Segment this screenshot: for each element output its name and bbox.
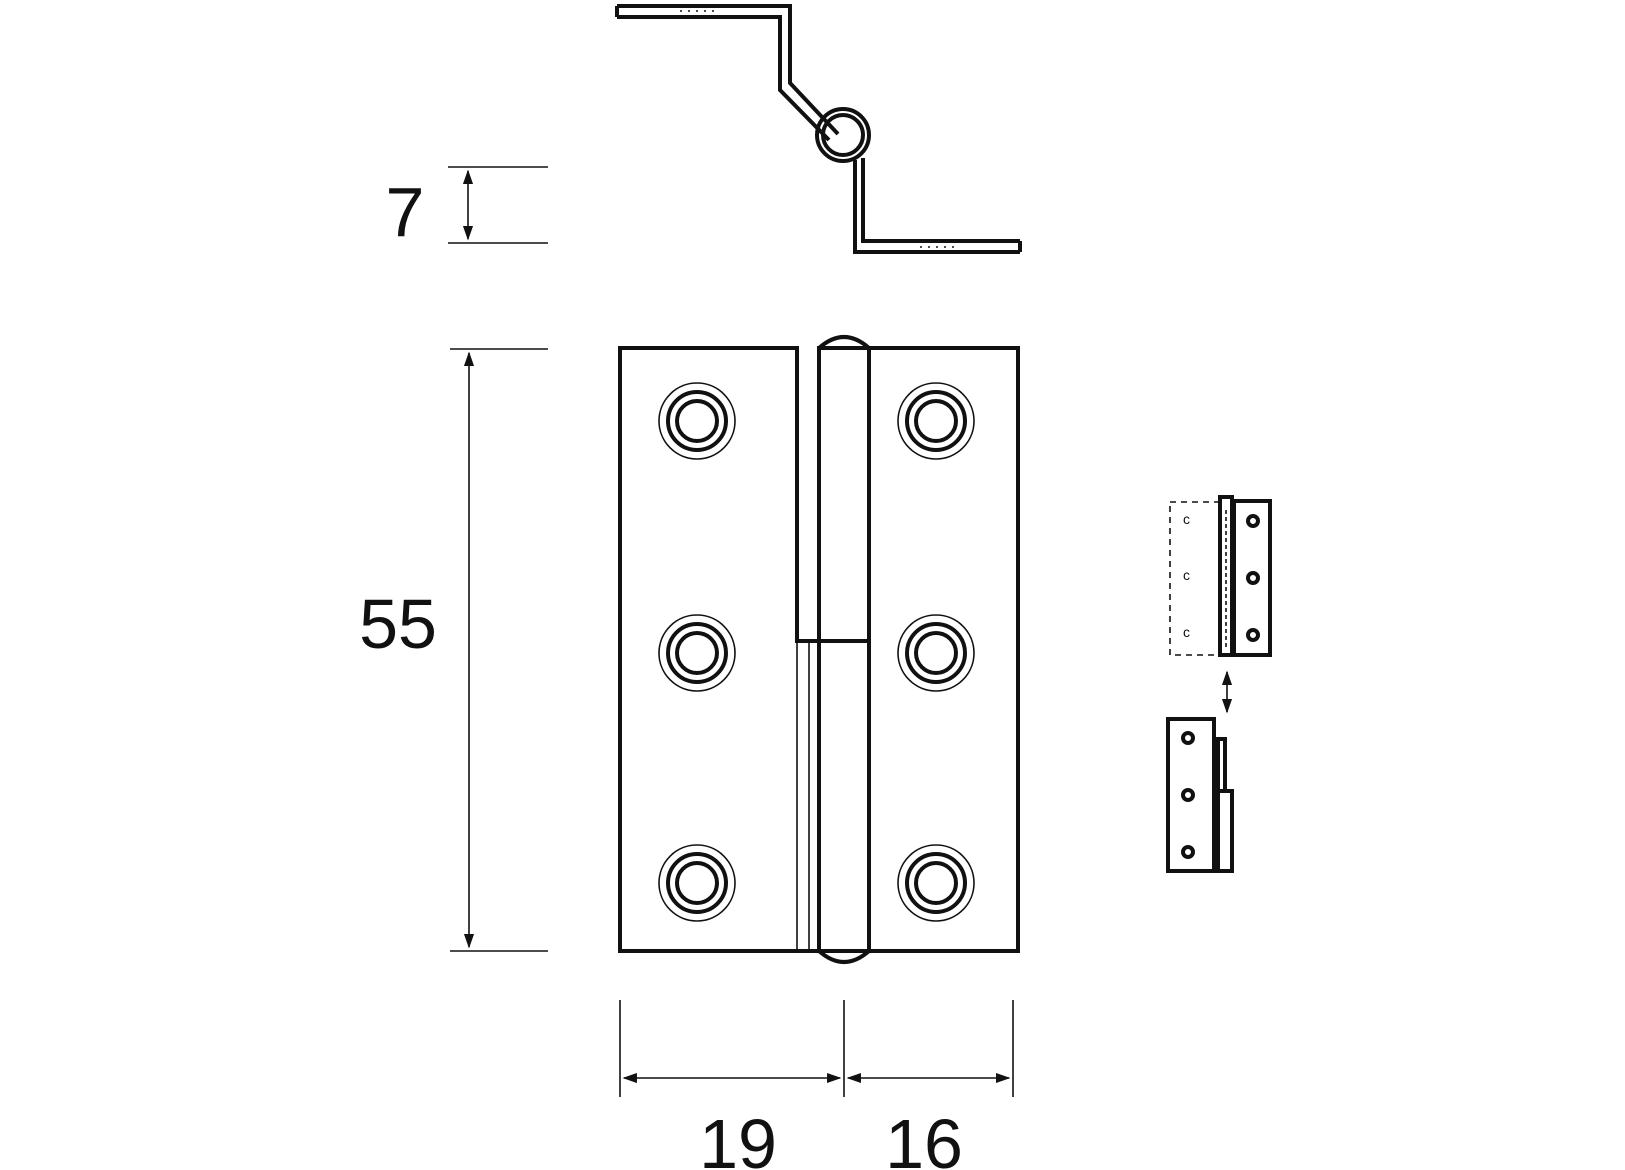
- hinge-front-view: [618, 335, 1020, 964]
- screw-hole: [897, 382, 975, 460]
- knuckle: [817, 346, 871, 953]
- screw-hole: [658, 844, 736, 922]
- thickness-dimension: 7: [386, 166, 548, 251]
- screw-hole: [897, 614, 975, 692]
- svg-text:c: c: [1183, 511, 1190, 527]
- height-label: 55: [359, 585, 437, 663]
- left-width-label: 19: [699, 1105, 777, 1170]
- thickness-label: 7: [386, 173, 425, 251]
- right-leaf: [869, 346, 1020, 953]
- height-dimension: 55: [359, 348, 548, 952]
- screw-hole: [658, 614, 736, 692]
- right-width-label: 16: [885, 1105, 963, 1170]
- svg-text:c: c: [1183, 567, 1190, 583]
- lift-off-illustration: c c c: [1166, 495, 1272, 873]
- svg-text:c: c: [1183, 624, 1190, 640]
- screw-hole: [658, 382, 736, 460]
- width-dimensions: 19 16: [619, 1000, 1014, 1170]
- hinge-side-profile: [615, 4, 1022, 254]
- screw-hole: [897, 844, 975, 922]
